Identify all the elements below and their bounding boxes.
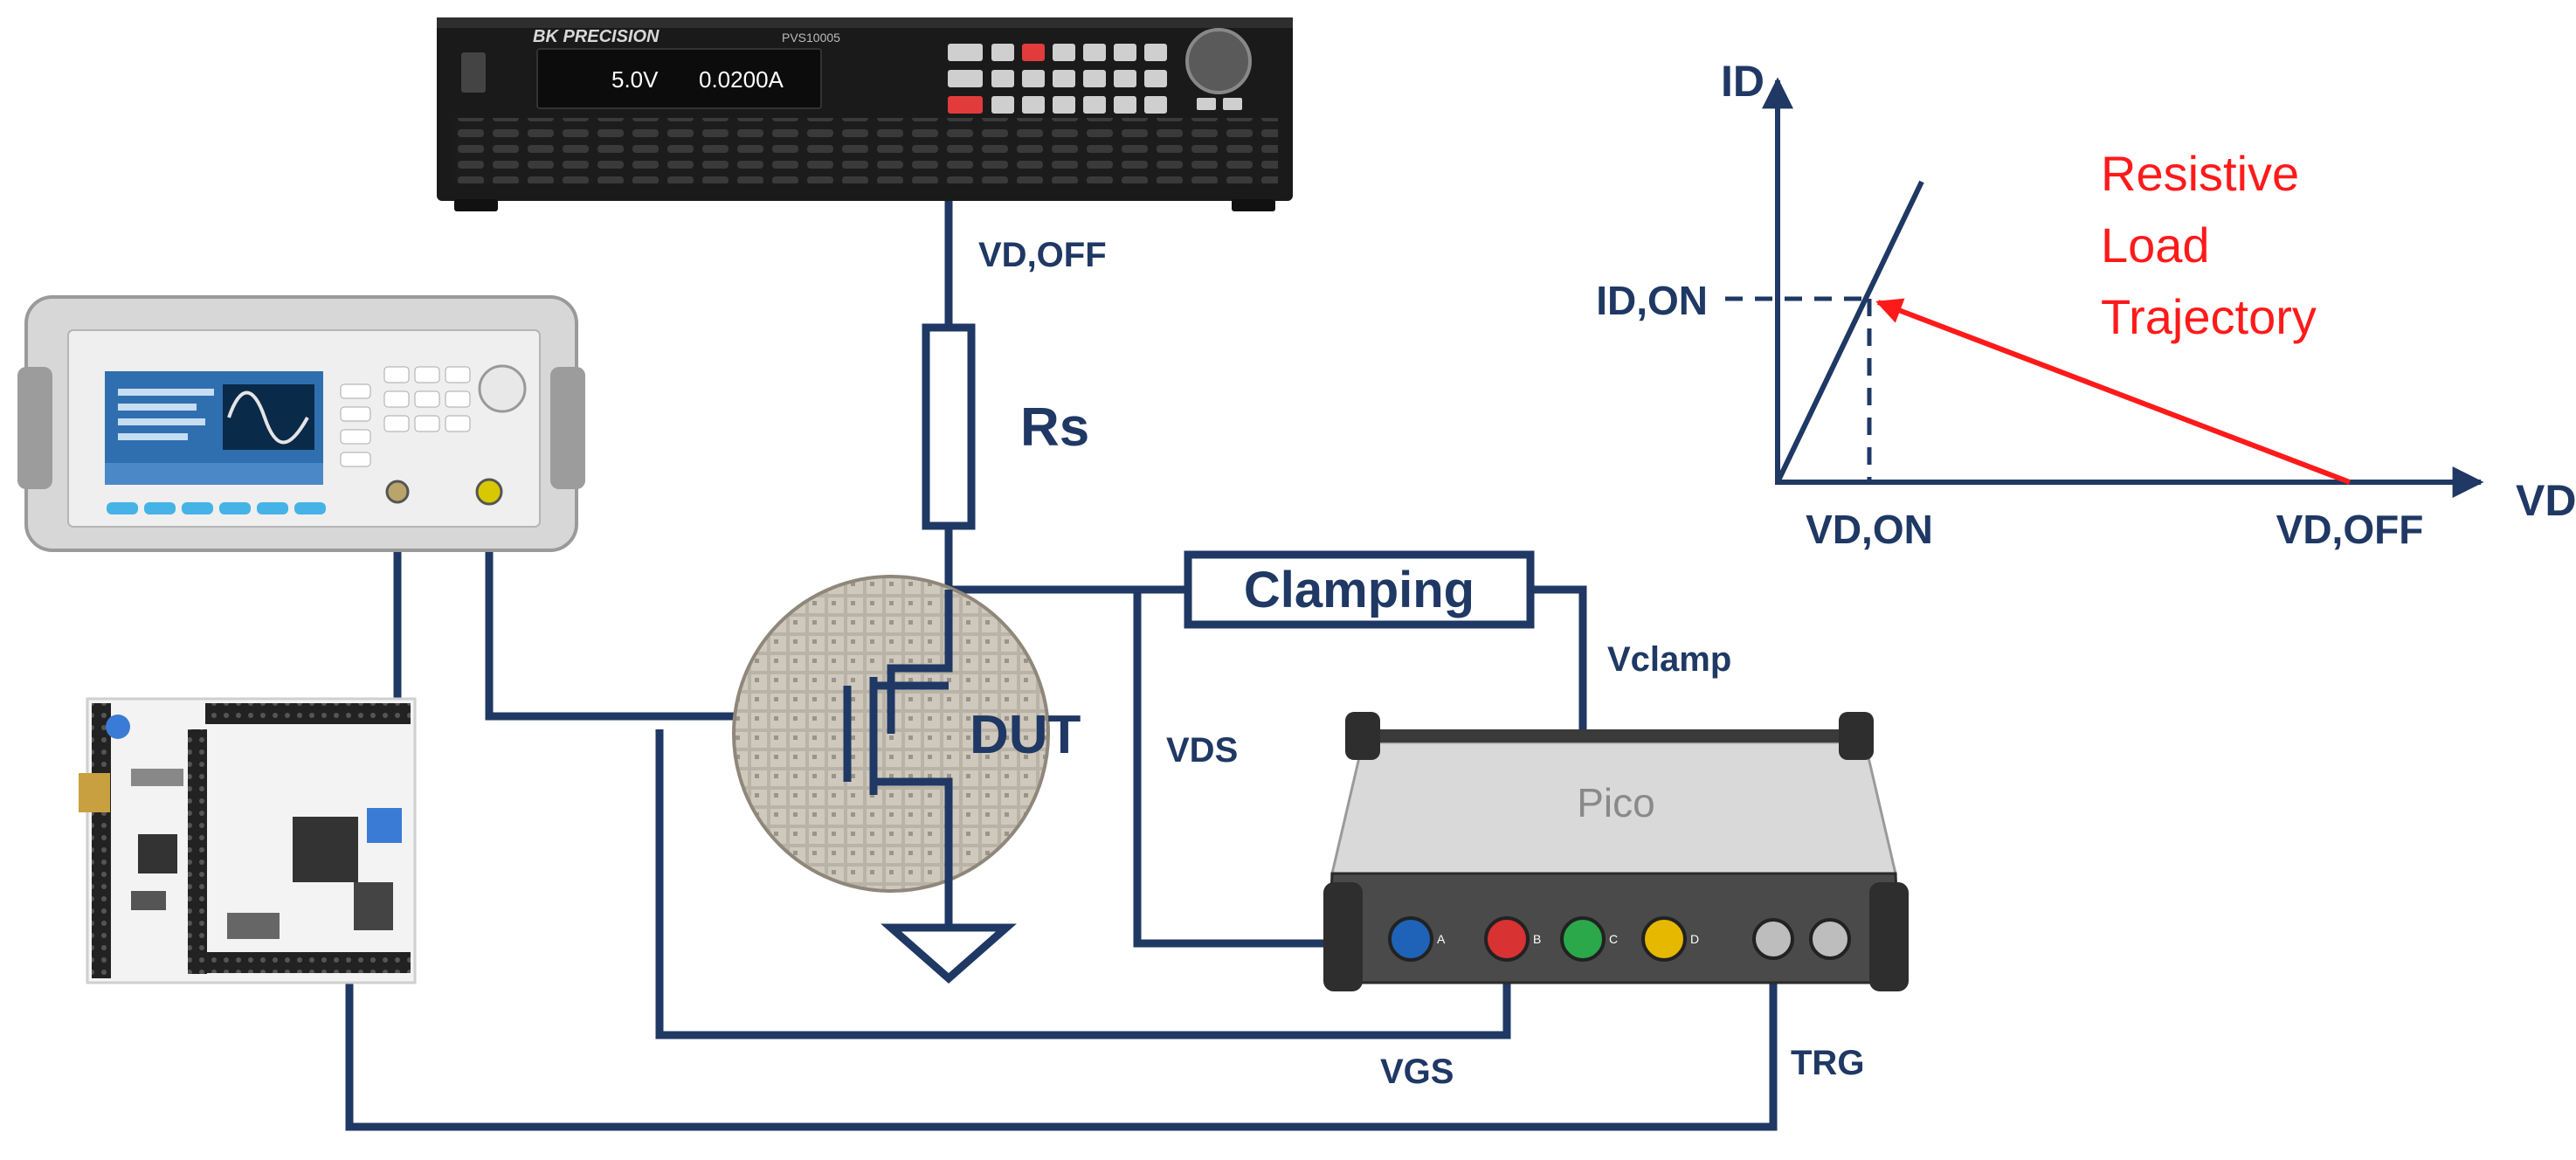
id-on-label: ID,ON <box>1596 278 1708 323</box>
supply-vents <box>452 118 1278 183</box>
load-trajectory-line <box>1875 298 2352 485</box>
generator-output-1 <box>385 480 410 504</box>
wires <box>345 183 1778 1131</box>
annotation-line-1: Resistive <box>2101 146 2299 201</box>
channel-d-connector <box>1641 916 1687 962</box>
mosfet-source-lead <box>874 777 953 917</box>
channel-b-connector <box>1484 916 1530 962</box>
rs-label: Rs <box>1020 397 1089 458</box>
vds-label: VDS <box>1166 731 1238 770</box>
supply-voltage: 5.0V <box>611 66 659 93</box>
sine-wave-icon <box>227 390 309 445</box>
wire-gen-to-gate <box>485 489 847 721</box>
vgs-label: VGS <box>1380 1053 1454 1091</box>
wire-vgs-probe <box>655 729 1511 1039</box>
vd-on-label: VD,ON <box>1806 507 1933 552</box>
trg-label: TRG <box>1791 1044 1864 1082</box>
supply-keypad <box>948 44 1167 114</box>
dut-wafer <box>732 575 1050 917</box>
mosfet-drain <box>887 590 953 734</box>
generator-knob-icon <box>478 364 527 413</box>
supply-current: 0.0200A <box>699 66 784 93</box>
x-axis-label: VD <box>2516 476 2576 525</box>
ground-icon <box>881 923 1017 984</box>
oscilloscope-brand: Pico <box>1577 780 1654 825</box>
generator-keypad <box>340 366 471 467</box>
clamping-box <box>1184 550 1535 629</box>
clamping-label: Clamping <box>1244 562 1474 618</box>
vd-off-supply-label: VD,OFF <box>978 236 1107 274</box>
generator-output-2 <box>475 478 503 506</box>
channel-d-label: D <box>1690 932 1699 946</box>
supply-display <box>536 48 822 109</box>
y-axis-label: ID <box>1721 57 1765 106</box>
vd-off-graph-label: VD,OFF <box>2276 507 2424 552</box>
awg-connector <box>1809 918 1851 960</box>
supply-knob-icon <box>1185 28 1252 94</box>
annotation-line-3: Trajectory <box>2101 289 2317 344</box>
iv-graph: ID VD ID,ON VD,ON VD,OFF Resistive Load … <box>1596 57 2576 552</box>
ext-trigger-connector <box>1752 918 1794 960</box>
annotation-line-2: Load <box>2101 218 2210 273</box>
channel-c-connector <box>1560 916 1606 962</box>
dut-label: DUT <box>970 705 1081 765</box>
channel-a-connector <box>1388 916 1433 962</box>
wire-trg-probe <box>345 943 1778 1131</box>
channel-a-label: A <box>1437 932 1446 946</box>
channel-b-label: B <box>1533 932 1541 946</box>
supply-brand: BK PRECISION <box>533 27 660 46</box>
power-supply: BK PRECISION PVS10005 5.0V 0.0200A <box>437 17 1293 211</box>
generator-softkeys <box>107 502 326 514</box>
oscilloscope: Pico A B C D <box>1323 712 1909 991</box>
resistor-rs <box>922 323 976 530</box>
mcu-chip <box>293 817 358 882</box>
wire-vds-probe <box>949 585 1398 948</box>
supply-model: PVS10005 <box>782 31 840 45</box>
vclamp-label: Vclamp <box>1607 640 1731 679</box>
on-state-line <box>1775 180 1924 484</box>
st-logo-icon <box>367 808 402 843</box>
function-generator <box>17 295 585 552</box>
power-switch-icon <box>461 52 486 93</box>
mcu-board <box>79 697 417 984</box>
channel-c-label: C <box>1609 932 1618 946</box>
